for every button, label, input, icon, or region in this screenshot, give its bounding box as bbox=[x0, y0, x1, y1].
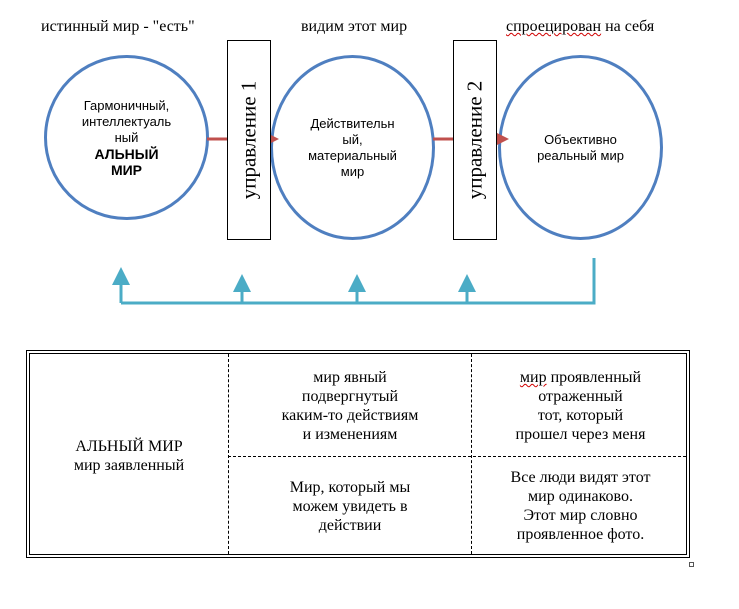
table-cell-line: Этот мир словно bbox=[523, 507, 638, 524]
world-table bbox=[26, 350, 690, 558]
table-divider-v2 bbox=[471, 354, 472, 554]
table-cell-line: и изменениям bbox=[302, 426, 398, 443]
circle-objective-line: реальный мир bbox=[537, 147, 624, 163]
header-visible-world: видим этот мир bbox=[301, 18, 408, 35]
table-cell-line: тот, который bbox=[537, 407, 624, 424]
control-label-1: управление 1 bbox=[236, 80, 261, 200]
table-cell-line: каким-то действиям bbox=[281, 407, 419, 424]
table-cell-line: мир одинаково. bbox=[528, 488, 633, 505]
control-label-2: управление 2 bbox=[462, 80, 487, 200]
table-cell-photo-world: Все люди видят этот мир одинаково. Этот … bbox=[473, 468, 688, 544]
table-cell-line: Все люди видят этот bbox=[510, 469, 651, 486]
circle-ideal-line: интеллектуаль bbox=[81, 113, 172, 129]
header-true-world: истинный мир - "есть" bbox=[41, 18, 195, 35]
circle-ideal-bold-line: АЛЬНЫЙ bbox=[94, 145, 159, 162]
circle-material-line: мир bbox=[340, 163, 365, 179]
table-cell-line: действии bbox=[318, 517, 382, 534]
circle-ideal-line: Гармоничный, bbox=[83, 97, 170, 113]
circle-objective-line: Объективно bbox=[544, 131, 617, 147]
table-cell-squiggle-word: мир bbox=[519, 369, 547, 386]
header-projected-word: спроецирован bbox=[506, 18, 602, 35]
feedback-line bbox=[121, 258, 596, 305]
table-cell-manifested-world: мир проявленный отраженный тот, который … bbox=[473, 368, 688, 444]
header-projected: спроецирован на себя bbox=[506, 18, 654, 36]
control-box-1: управление 1 bbox=[227, 40, 271, 240]
table-cell-action-world: Мир, который мы можем увидеть в действии bbox=[230, 478, 470, 535]
table-cell-line: мир заявленный bbox=[73, 457, 185, 474]
circle-ideal-world: Гармоничный, интеллектуаль ный АЛЬНЫЙ МИ… bbox=[44, 55, 209, 220]
table-cell-declared-world: АЛЬНЫЙ МИР мир заявленный bbox=[32, 437, 226, 475]
table-cell-line: прошел через меня bbox=[515, 426, 646, 443]
table-cell-line: Мир, который мы bbox=[289, 479, 411, 496]
table-cell-line: подвергнутый bbox=[301, 388, 399, 405]
table-cell-explicit-world: мир явный подвергнутый каким-то действия… bbox=[230, 368, 470, 444]
circle-ideal-line: ный bbox=[114, 129, 139, 145]
table-cell-line: мир явный bbox=[313, 369, 387, 386]
control-box-2: управление 2 bbox=[453, 40, 497, 240]
circle-material-line: Действительн bbox=[310, 115, 395, 131]
table-cell-line: проявленное фото. bbox=[516, 526, 645, 543]
table-cell-line: отраженный bbox=[538, 388, 623, 405]
table-cell-line: можем увидеть в bbox=[292, 498, 408, 515]
table-cell-line: АЛЬНЫЙ МИР bbox=[75, 438, 183, 455]
circle-material-line: ый, bbox=[342, 131, 363, 147]
table-cell-line: мир проявленный bbox=[473, 368, 688, 387]
header-projected-rest: на себя bbox=[601, 18, 655, 35]
circle-material-line: материальный bbox=[308, 147, 397, 163]
table-divider-h bbox=[228, 456, 686, 457]
table-divider-v1 bbox=[228, 354, 229, 554]
resize-handle[interactable] bbox=[689, 562, 694, 567]
table-cell-word-rest: проявленный bbox=[546, 369, 642, 386]
circle-ideal-bold-line: МИР bbox=[110, 161, 143, 178]
